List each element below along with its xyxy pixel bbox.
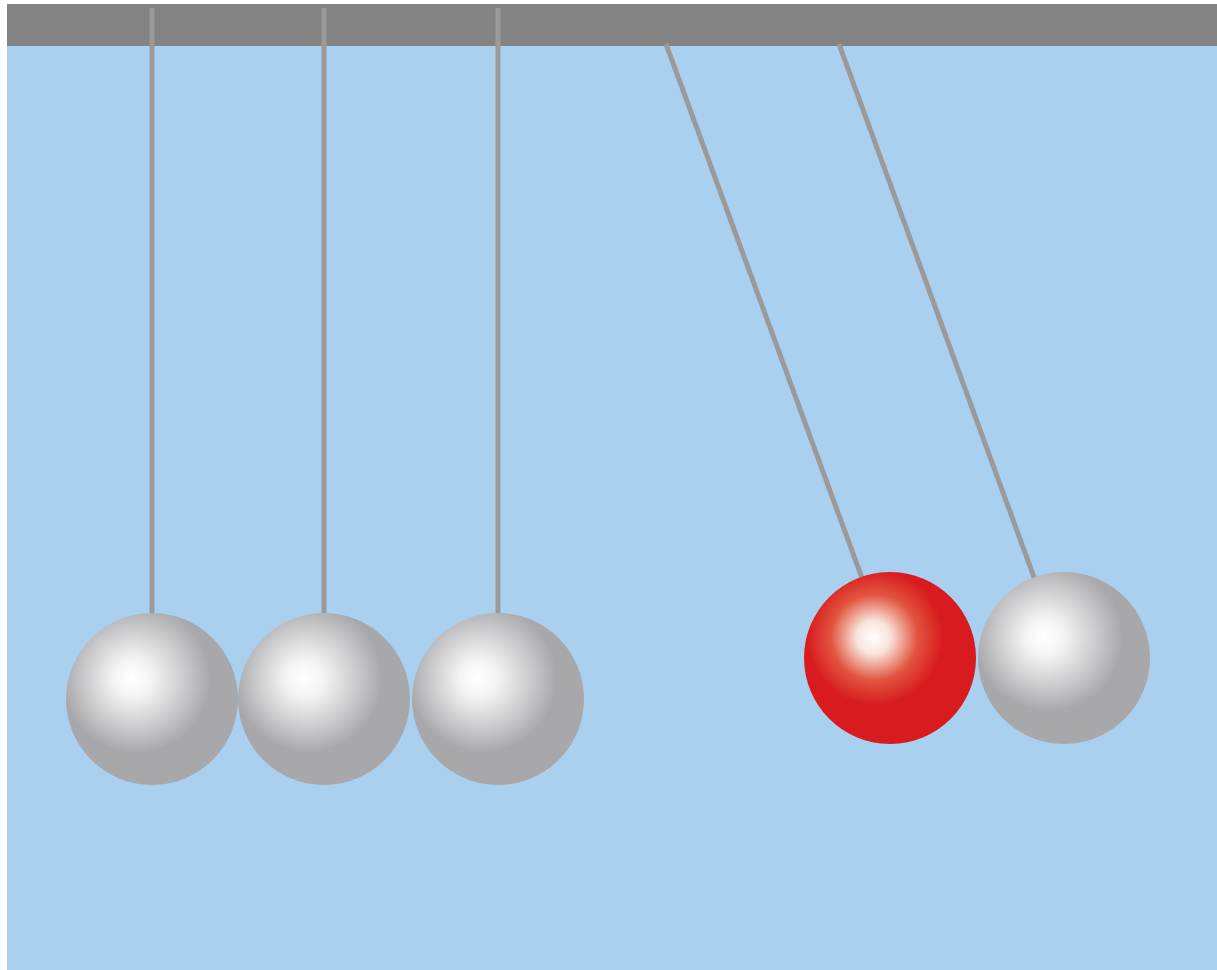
ball-2 xyxy=(238,613,410,785)
ball-5 xyxy=(978,572,1150,744)
ball-3 xyxy=(412,613,584,785)
string-5 xyxy=(836,43,1038,581)
frame-bar xyxy=(7,4,1217,46)
ball-4-red xyxy=(804,572,976,744)
background xyxy=(7,4,1217,970)
ball-1 xyxy=(66,613,238,785)
string-4 xyxy=(663,43,865,579)
